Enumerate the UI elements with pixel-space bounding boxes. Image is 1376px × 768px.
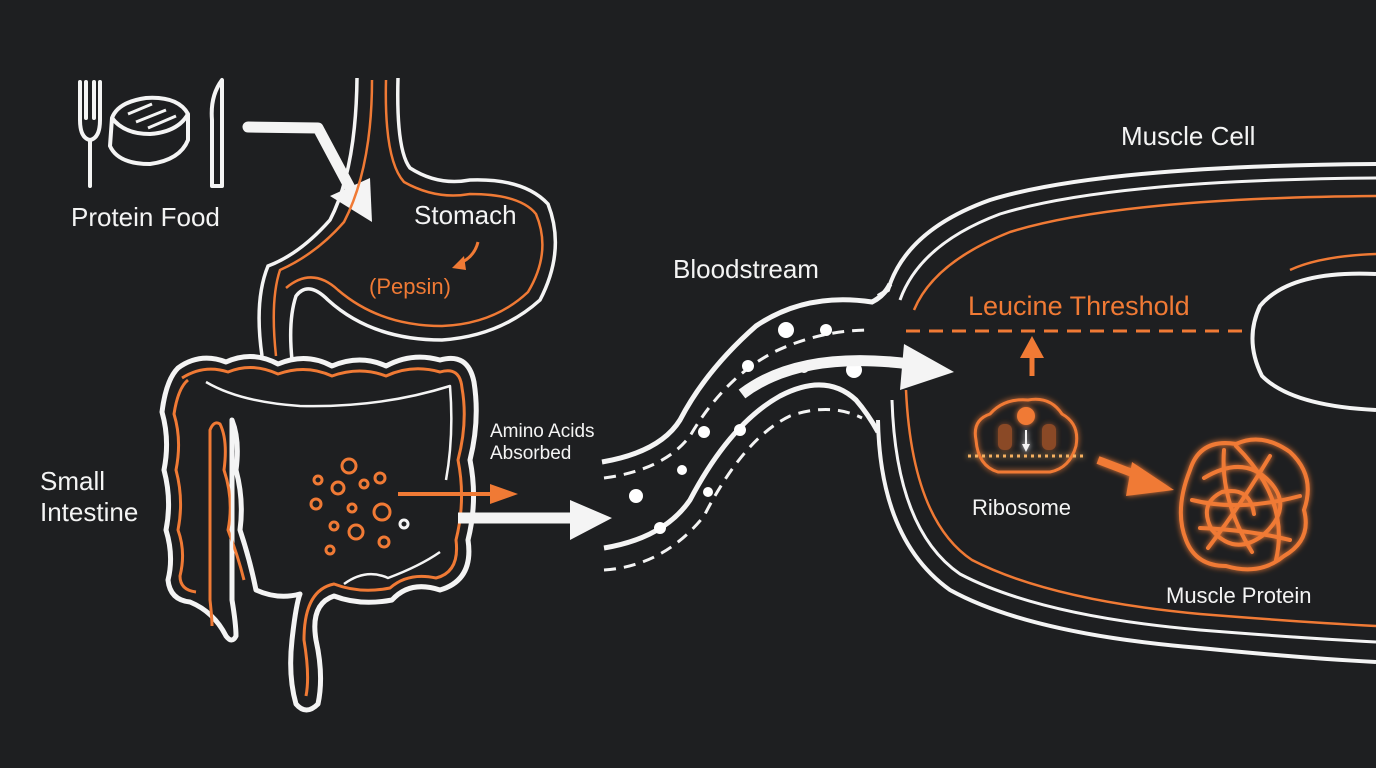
blood-cell bbox=[820, 324, 832, 336]
pepsin-label: (Pepsin) bbox=[369, 274, 451, 299]
amino-acid-particle bbox=[312, 474, 324, 486]
small-intestine-label-line1: Small bbox=[40, 466, 106, 496]
ribosome-to-protein-arrow bbox=[1096, 456, 1174, 496]
amino-acid-particle bbox=[328, 520, 340, 532]
small-intestine-label: Small Intestine bbox=[40, 466, 138, 528]
muscle-cell-label: Muscle Cell bbox=[1121, 121, 1256, 151]
amino-acids-label-line2: Absorbed bbox=[490, 442, 572, 464]
fork-icon bbox=[78, 80, 102, 188]
muscle-cell-membrane bbox=[876, 162, 1376, 664]
food-to-stomach-arrow bbox=[242, 121, 372, 222]
amino-acid-particle bbox=[373, 471, 387, 485]
amino-acid-particle bbox=[330, 480, 346, 496]
blood-cell bbox=[734, 424, 746, 436]
amino-acid-particle bbox=[372, 502, 392, 522]
bloodstream-vessel bbox=[601, 282, 893, 572]
absorption-arrow-white bbox=[458, 500, 612, 540]
blood-cells bbox=[629, 322, 862, 534]
amino-acids-label-line1: Amino Acids bbox=[490, 421, 595, 442]
protein-food-label: Protein Food bbox=[71, 202, 220, 232]
blood-cell bbox=[778, 322, 794, 338]
nucleus bbox=[1250, 252, 1376, 412]
amino-acid-particle bbox=[398, 518, 410, 530]
stomach-label: Stomach bbox=[414, 200, 517, 230]
muscle-protein-label: Muscle Protein bbox=[1166, 583, 1312, 608]
threshold-up-arrow bbox=[1020, 336, 1044, 376]
blood-to-cell-arrow bbox=[738, 344, 954, 399]
amino-acids-label: Amino Acids Absorbed bbox=[490, 421, 595, 465]
blood-cell bbox=[703, 487, 713, 497]
amino-acid-particle bbox=[377, 535, 391, 549]
amino-acid-particle bbox=[324, 544, 336, 556]
blood-cell bbox=[629, 489, 643, 503]
amino-acid-particles bbox=[309, 457, 410, 556]
ribosome-label: Ribosome bbox=[972, 495, 1072, 520]
ribosome-icon bbox=[968, 397, 1084, 474]
folded-protein-icon bbox=[1178, 437, 1310, 572]
absorption-arrow-orange bbox=[398, 484, 518, 504]
stomach bbox=[257, 77, 558, 361]
amino-acid-particle bbox=[347, 523, 365, 541]
pepsin-arrow bbox=[452, 241, 480, 270]
small-intestine-label-line2: Intestine bbox=[40, 497, 139, 528]
blood-cell bbox=[698, 426, 710, 438]
amino-acid-particle bbox=[309, 497, 323, 511]
amino-acid-particle bbox=[358, 478, 370, 490]
blood-cell bbox=[677, 465, 687, 475]
steak-icon bbox=[108, 95, 190, 166]
blood-cell bbox=[654, 522, 666, 534]
knife-icon bbox=[209, 78, 224, 188]
leucine-threshold-label: Leucine Threshold bbox=[968, 291, 1190, 321]
amino-acid-particle bbox=[340, 457, 358, 475]
bloodstream-label: Bloodstream bbox=[673, 254, 819, 284]
small-intestine bbox=[159, 354, 479, 713]
amino-acid-particle bbox=[346, 502, 358, 514]
blood-cell bbox=[742, 360, 754, 372]
